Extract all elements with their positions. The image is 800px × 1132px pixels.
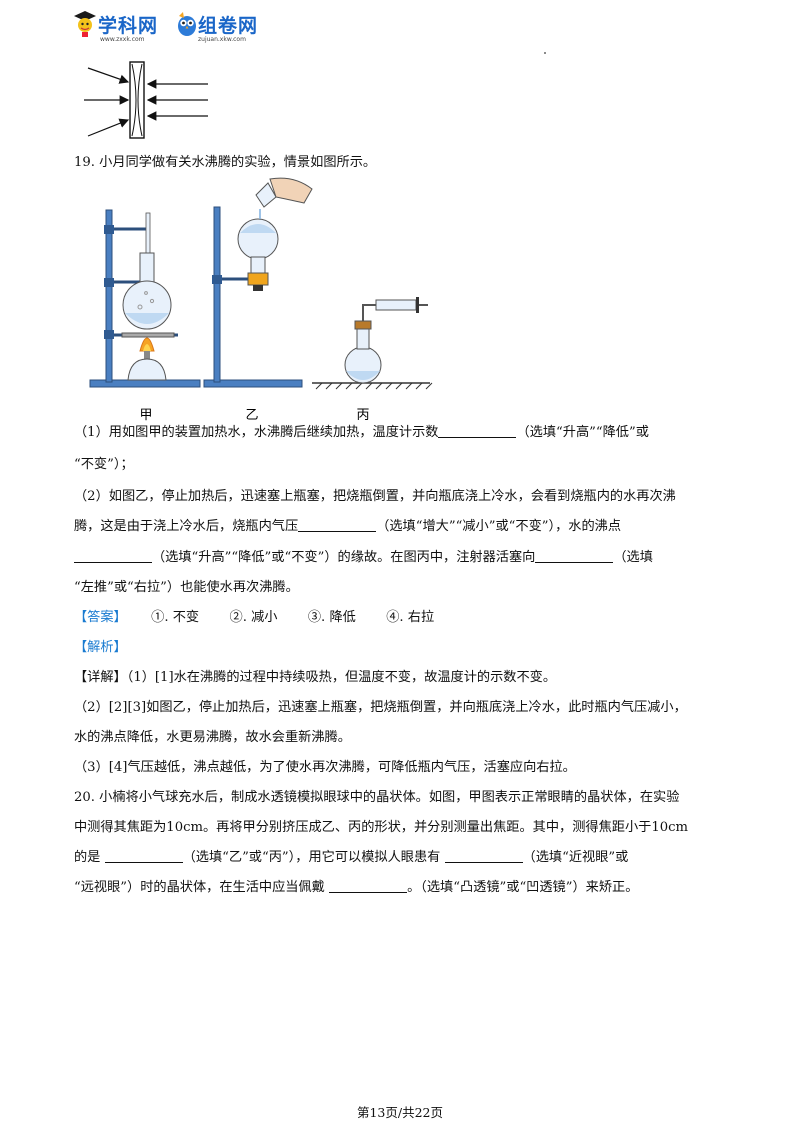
answer-blank-7[interactable] xyxy=(329,878,408,893)
q20-line4: “远视眼”）时的晶状体，在生活中应当佩戴 。（选填“凸透镜”或“凹透镜”）来矫正… xyxy=(74,878,639,895)
q19-answer-row: 【答案】 ①. 不变 ②. 减小 ③. 降低 ④. 右拉 xyxy=(74,608,434,628)
zujuanwang-logo: 组卷网 zujuan.xkw.com xyxy=(176,10,259,43)
q19-detail1: 【详解】（1）[1]水在沸腾的过程中持续吸热，但温度不变，故温度计的示数不变。 xyxy=(74,670,557,685)
q19-part2-line4: “左推”或“右拉”）也能使水再次沸腾。 xyxy=(74,580,299,595)
boiling-water-experiment-figure: 甲 乙 丙 xyxy=(89,177,433,423)
q19-stem: 19. 小月同学做有关水沸腾的实验，情景如图所示。 xyxy=(74,155,377,170)
xuekewang-logo: 学科网 www.zxxk.com xyxy=(72,10,159,43)
logo-name: 学科网 xyxy=(98,14,159,37)
q19-part2-line1: （2）如图乙，停止加热后，迅速塞上瓶塞，把烧瓶倒置，并向瓶底浇上冷水，会看到烧瓶… xyxy=(74,489,676,504)
owl-mascot-icon xyxy=(178,12,196,36)
logo-url: www.zxxk.com xyxy=(100,36,145,43)
answer-blank-1[interactable] xyxy=(438,423,517,438)
apparatus-yi xyxy=(203,177,313,388)
logo-url: zujuan.xkw.com xyxy=(198,36,246,43)
fig-label-bing: 丙 xyxy=(356,408,369,423)
q20-line3: 的是 （选填“乙”或“丙”），用它可以模拟人眼患有 （选填“近视眼”或 xyxy=(74,848,629,865)
page-footer: 第13页/共22页 xyxy=(356,1105,444,1120)
answer-blank-5[interactable] xyxy=(104,848,183,863)
q20-line2: 中测得其焦距为10cm。再将甲分别挤压成乙、丙的形状，并分别测量出焦距。其中，测… xyxy=(74,820,689,835)
answer-tag: 【答案】 xyxy=(74,610,127,625)
answer-blank-4[interactable] xyxy=(535,548,614,563)
q19-part1-line2: “不变”）； xyxy=(74,457,134,472)
analysis-tag: 【解析】 xyxy=(74,640,127,655)
answer-3: ③. 降低 xyxy=(307,610,356,625)
answer-1: ①. 不变 xyxy=(151,610,200,625)
concave-lens-ray-diagram xyxy=(84,61,208,139)
fig-label-jia: 甲 xyxy=(139,408,152,423)
apparatus-jia xyxy=(89,209,201,388)
q19-detail2-line1: （2）[2][3]如图乙，停止加热后，迅速塞上瓶塞，把烧瓶倒置，并向瓶底浇上冷水… xyxy=(74,700,687,715)
q19-part1-line1: （1）用如图甲的装置加热水，水沸腾后继续加热，温度计示数（选填“升高”“降低”或 xyxy=(74,423,649,440)
stray-dot xyxy=(544,52,546,54)
q19-detail2-line2: 水的沸点降低，水更易沸腾，故水会重新沸腾。 xyxy=(74,730,351,745)
answer-4: ④. 右拉 xyxy=(386,610,435,625)
q19-part2-line3: （选填“升高”“降低”或“不变”）的缘故。在图丙中，注射器活塞向（选填 xyxy=(74,548,653,568)
answer-blank-3[interactable] xyxy=(74,548,152,563)
q19-detail3: （3）[4]气压越低，沸点越低，为了使水再次沸腾，可降低瓶内气压，活塞应向右拉。 xyxy=(74,760,576,775)
fig-label-yi: 乙 xyxy=(245,408,258,423)
answer-blank-6[interactable] xyxy=(444,848,523,863)
student-mascot-icon xyxy=(74,11,96,37)
answer-blank-2[interactable] xyxy=(298,517,377,532)
apparatus-bing xyxy=(312,297,433,390)
q19-part2-line2: 腾，这是由于浇上冷水后，烧瓶内气压（选填“增大”“减小”或“不变”），水的沸点 xyxy=(74,517,622,534)
logo-name: 组卷网 xyxy=(198,14,259,37)
q20-line1: 20. 小楠将小气球充水后，制成水透镜模拟眼球中的晶状体。如图，甲图表示正常眼睛… xyxy=(74,790,680,805)
answer-2: ②. 减小 xyxy=(229,610,278,625)
